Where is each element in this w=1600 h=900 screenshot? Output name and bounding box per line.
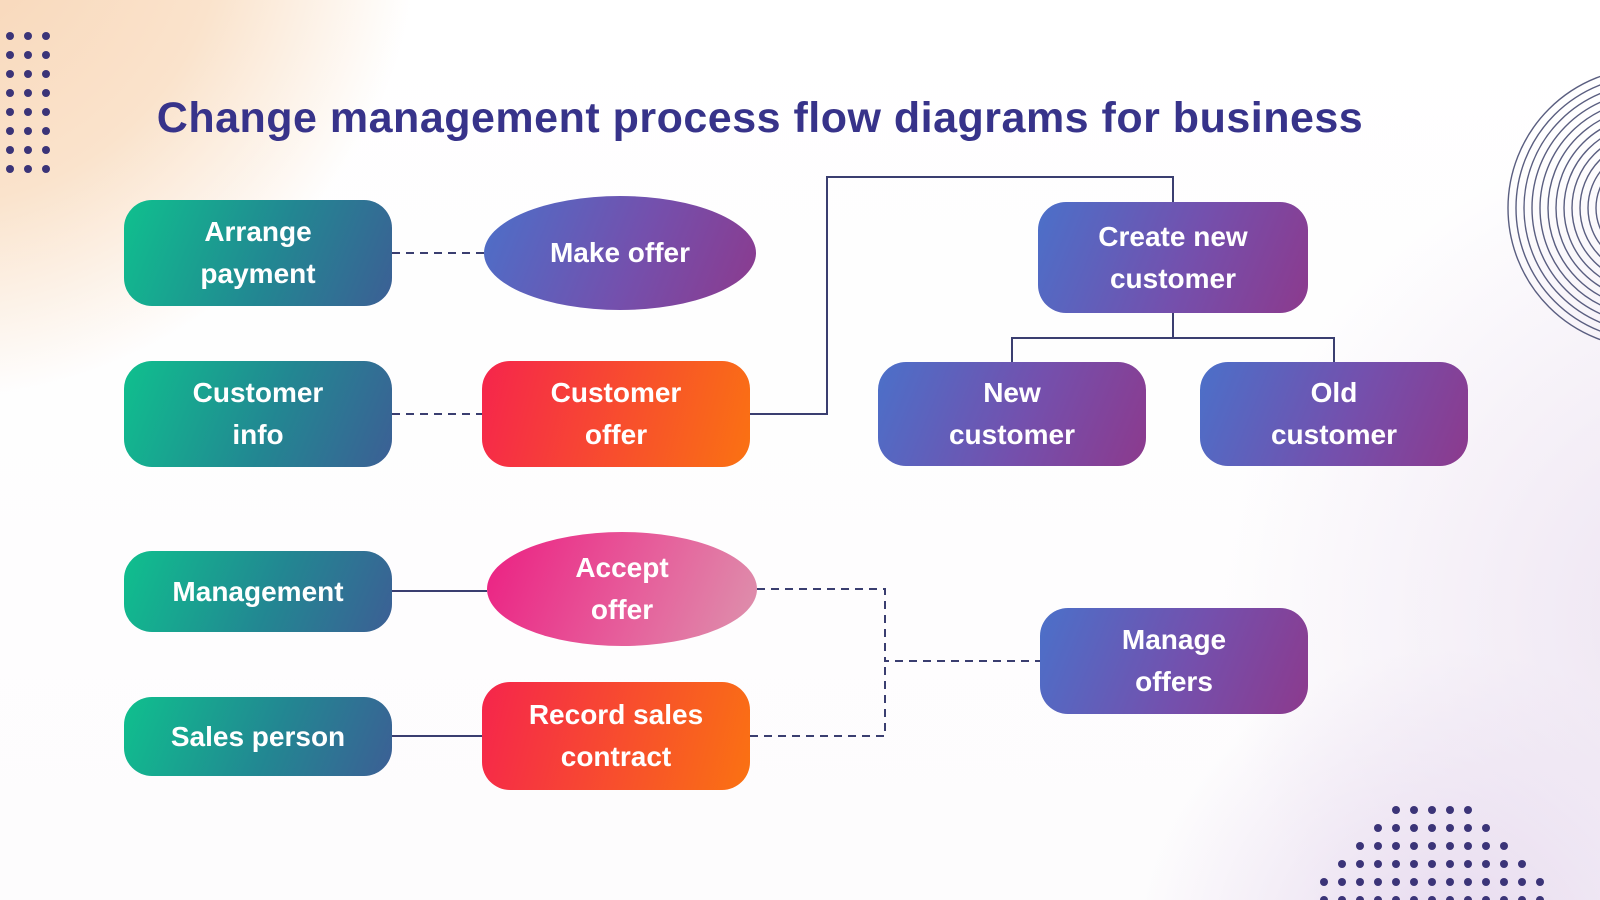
node-management: Management bbox=[124, 551, 392, 632]
node-create-new-customer: Create new customer bbox=[1038, 202, 1308, 313]
node-customer-info: Customer info bbox=[124, 361, 392, 467]
node-customer-offer: Customer offer bbox=[482, 361, 750, 467]
node-label: Sales person bbox=[170, 720, 346, 752]
node-label: Make offer bbox=[549, 237, 691, 268]
page-title: Change management process flow diagrams … bbox=[156, 94, 1364, 142]
node-manage-offers: Manage offers bbox=[1040, 608, 1308, 714]
node-make-offer: Make offer bbox=[484, 196, 756, 310]
connector-record-to-manage bbox=[750, 661, 886, 737]
node-accept-offer: Accept offer bbox=[487, 532, 757, 646]
node-old-customer: Old customer bbox=[1200, 362, 1468, 466]
node-new-customer: New customer bbox=[878, 362, 1146, 466]
node-label: Customer offer bbox=[550, 377, 682, 450]
node-label: Manage offers bbox=[1121, 624, 1227, 697]
node-arrange-payment: Arrange payment bbox=[124, 200, 392, 306]
node-label: Old customer bbox=[1270, 377, 1398, 450]
connector-create-to-new-old bbox=[1011, 313, 1335, 362]
connector-accept-to-manage bbox=[757, 588, 1040, 662]
concentric-rings-top-right bbox=[1507, 75, 1600, 341]
node-sales-person: Sales person bbox=[124, 697, 392, 776]
node-label: Customer info bbox=[192, 377, 324, 450]
node-label: Record sales contract bbox=[528, 699, 704, 772]
node-record-sales-contract: Record sales contract bbox=[482, 682, 750, 790]
dot-dome-bottom-right bbox=[1320, 806, 1544, 900]
node-label: New customer bbox=[948, 377, 1076, 450]
node-label: Management bbox=[172, 575, 344, 607]
node-label: Arrange payment bbox=[200, 216, 316, 289]
node-label: Accept offer bbox=[575, 552, 669, 625]
node-label: Create new customer bbox=[1098, 220, 1248, 294]
